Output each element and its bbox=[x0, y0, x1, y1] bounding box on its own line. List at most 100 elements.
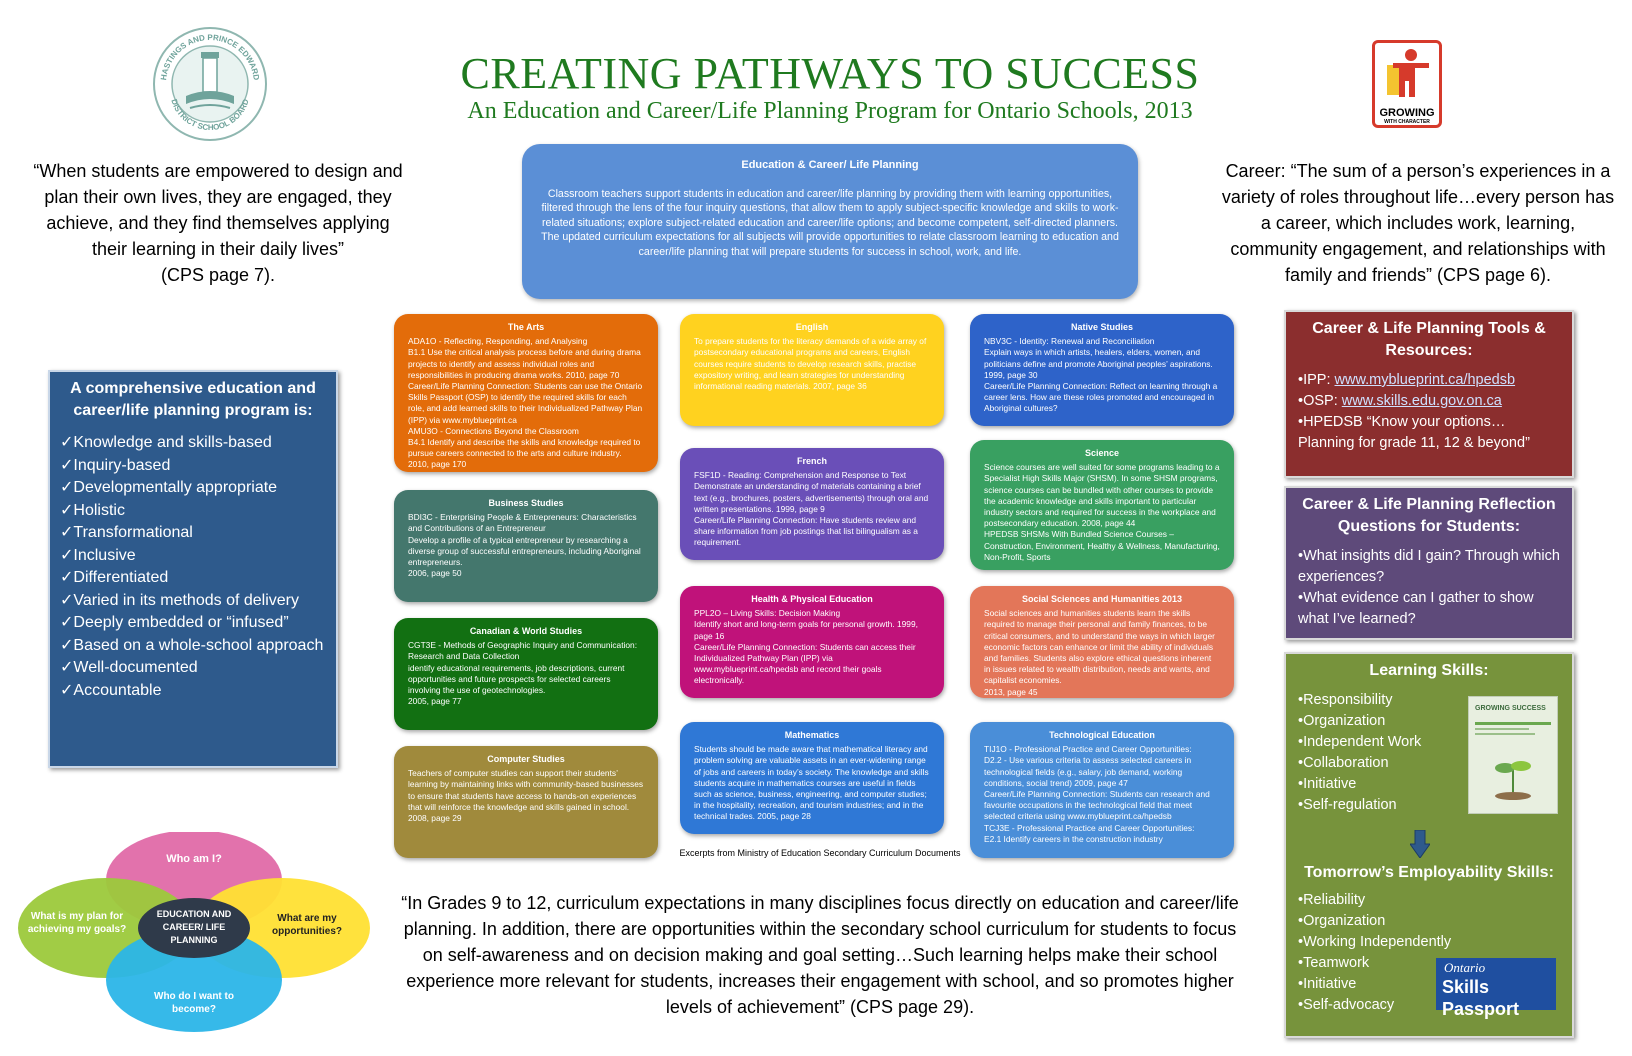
intro-bubble: Education & Career/ Life Planning Classr… bbox=[522, 144, 1138, 299]
seedling-icon bbox=[1475, 722, 1551, 800]
venn-left-label: What is my plan for achieving my goals? bbox=[27, 911, 127, 935]
subject-title: Computer Studies bbox=[487, 754, 565, 764]
subject-business-studies: Business Studies BDI3C - Enterprising Pe… bbox=[394, 490, 658, 602]
quote-left: “When students are empowered to design a… bbox=[28, 158, 408, 288]
figure-icon bbox=[1387, 49, 1429, 97]
subject-body: ADA1O - Reflecting, Responding, and Anal… bbox=[408, 336, 643, 470]
list-item: •Working Independently bbox=[1298, 934, 1452, 950]
list-item: •Organization bbox=[1298, 713, 1386, 729]
growing-success-book-cover: GROWING SUCCESS bbox=[1468, 696, 1558, 814]
intro-title: Education & Career/ Life Planning bbox=[741, 159, 919, 171]
excerpts-note: Excerpts from Ministry of Education Seco… bbox=[679, 848, 961, 858]
quote-bottom: “In Grades 9 to 12, curriculum expectati… bbox=[401, 893, 1239, 1017]
school-board-logo: HASTINGS AND PRINCE EDWARD DISTRICT SCHO… bbox=[153, 27, 267, 141]
subject-title: Canadian & World Studies bbox=[469, 626, 583, 636]
list-item: •Responsibility bbox=[1298, 692, 1393, 708]
subject-social-sciences: Social Sciences and Humanities 2013 Soci… bbox=[970, 586, 1234, 698]
ontario-skills-passport-logo: Ontario Skills Passport bbox=[1436, 958, 1556, 1019]
reflection-questions-box: Career & Life Planning Reflection Questi… bbox=[1284, 486, 1574, 640]
list-item: •Teamwork bbox=[1298, 955, 1370, 971]
subject-body: PPL2O – Living Skills: Decision Making I… bbox=[694, 608, 918, 686]
subject-canadian-world-studies: Canadian & World Studies CGT3E - Methods… bbox=[394, 618, 658, 730]
list-item: ✓Varied in its methods of delivery bbox=[60, 591, 299, 609]
venn-top-label: Who am I? bbox=[166, 853, 222, 865]
subject-title: English bbox=[795, 322, 829, 332]
book-title: GROWING SUCCESS bbox=[1475, 705, 1546, 712]
tools-list: •IPP: www.myblueprint.ca/hpedsb •OSP: ww… bbox=[1298, 370, 1560, 454]
subject-english: English To prepare students for the lite… bbox=[680, 314, 944, 426]
list-item: ✓Well-documented bbox=[60, 659, 198, 676]
subject-arts: The Arts ADA1O - Reflecting, Responding,… bbox=[394, 314, 658, 472]
venn-center-label: EDUCATION AND CAREER/ LIFE PLANNING bbox=[156, 909, 232, 945]
quote-right: Career: “The sum of a person’s experienc… bbox=[1221, 161, 1615, 285]
list-item: ✓Inquiry-based bbox=[60, 456, 171, 474]
osp-logo-main: Skills Passport bbox=[1442, 977, 1520, 1019]
growing-logo-subtext: WITH CHARACTER bbox=[1384, 119, 1430, 125]
venn-right-label-box: What are my opportunities? bbox=[272, 913, 342, 937]
reflection-list: •What insights did I gain? Through which… bbox=[1298, 546, 1560, 630]
subject-body: Students should be made aware that mathe… bbox=[694, 744, 929, 822]
tomorrow-title: Tomorrow’s Employability Skills: bbox=[1304, 864, 1554, 881]
list-item: •Initiative bbox=[1298, 976, 1357, 992]
intro-body: Classroom teachers support students in e… bbox=[541, 187, 1119, 258]
ipp-label: •IPP: bbox=[1298, 372, 1331, 388]
venn-bottom-circle bbox=[106, 928, 282, 1032]
subject-french: French FSF1D - Reading: Comprehension an… bbox=[680, 448, 944, 560]
tools-resources-box: Career & Life Planning Tools & Resources… bbox=[1284, 310, 1574, 478]
list-item: ✓Transformational bbox=[60, 524, 193, 541]
list-item: •What insights did I gain? Through which… bbox=[1298, 548, 1560, 585]
list-item: •Self-regulation bbox=[1298, 797, 1397, 813]
list-item: •Organization bbox=[1298, 913, 1386, 929]
subject-health-phys-ed: Health & Physical Education PPL2O – Livi… bbox=[680, 586, 944, 698]
quote-left-cite: (CPS page 7). bbox=[160, 265, 276, 285]
list-item: •Reliability bbox=[1298, 892, 1366, 908]
program-title: A comprehensive education and career/lif… bbox=[70, 380, 316, 419]
growing-with-character-logo: GROWING WITH CHARACTER bbox=[1372, 40, 1442, 128]
list-item: •IPP: www.myblueprint.ca/hpedsb bbox=[1298, 370, 1560, 391]
subject-title: French bbox=[796, 456, 827, 466]
subject-body: Teachers of computer studies can support… bbox=[408, 768, 644, 824]
subject-computer-studies: Computer Studies Teachers of computer st… bbox=[394, 746, 658, 858]
list-item: ✓Accountable bbox=[60, 681, 162, 699]
reflection-title: Career & Life Planning Reflection Questi… bbox=[1302, 496, 1556, 535]
program-box: A comprehensive education and career/lif… bbox=[48, 370, 338, 768]
subject-body: NBV3C - Identity: Renewal and Reconcilia… bbox=[984, 336, 1218, 414]
list-item: ✓Deeply embedded or “infused” bbox=[60, 614, 289, 631]
osp-logo-top: Ontario bbox=[1444, 960, 1486, 975]
subject-title: Technological Education bbox=[1049, 730, 1155, 740]
osp-label: •OSP: bbox=[1298, 393, 1338, 409]
list-item: •Independent Work bbox=[1298, 734, 1422, 750]
list-item: ✓Knowledge and skills-based bbox=[60, 434, 272, 451]
subject-mathematics: Mathematics Students should be made awar… bbox=[680, 722, 944, 834]
subject-technological-education: Technological Education TIJ1O - Professi… bbox=[970, 722, 1234, 858]
venn-bottom-label-box: Who do I want to become? bbox=[154, 991, 234, 1015]
subject-title: Social Sciences and Humanities 2013 bbox=[1021, 594, 1183, 604]
subject-title: Business Studies bbox=[488, 498, 564, 508]
list-item: ✓Inclusive bbox=[60, 546, 136, 564]
osp-link[interactable]: www.skills.edu.gov.on.ca bbox=[1341, 393, 1502, 409]
subject-body: Science courses are well suited for some… bbox=[984, 462, 1220, 562]
subject-body: FSF1D - Reading: Comprehension and Respo… bbox=[694, 470, 929, 548]
subject-title: Science bbox=[1084, 448, 1120, 458]
quote-left-text: “When students are empowered to design a… bbox=[33, 161, 403, 259]
list-item: ✓Differentiated bbox=[60, 569, 169, 586]
venn-right-label: What are my opportunities? bbox=[272, 913, 342, 937]
list-item: ✓Developmentally appropriate bbox=[60, 479, 278, 496]
subject-title: Mathematics bbox=[784, 730, 840, 740]
venn-diagram: Who am I? What is my plan for achieving … bbox=[18, 832, 370, 1032]
subject-body: BDI3C - Enterprising People & Entreprene… bbox=[408, 512, 641, 579]
subject-native-studies: Native Studies NBV3C - Identity: Renewal… bbox=[970, 314, 1234, 426]
venn-left-label-box: What is my plan for achieving my goals? bbox=[27, 911, 127, 935]
page-title: CREATING PATHWAYS TO SUCCESS bbox=[460, 49, 1200, 98]
subject-title: Health & Physical Education bbox=[751, 594, 873, 604]
program-list: ✓Knowledge and skills-based ✓Inquiry-bas… bbox=[60, 432, 326, 702]
arrow-down-icon bbox=[1410, 830, 1430, 858]
ipp-link[interactable]: www.myblueprint.ca/hpedsb bbox=[1334, 372, 1516, 388]
page-subtitle: An Education and Career/Life Planning Pr… bbox=[467, 98, 1193, 124]
learning-list: •Responsibility •Organization •Independe… bbox=[1298, 690, 1560, 816]
list-item: •HPEDSB “Know your options…Planning for … bbox=[1298, 414, 1530, 451]
subject-title: Native Studies bbox=[1070, 322, 1134, 332]
tomorrow-list: •Reliability •Organization •Working Inde… bbox=[1298, 890, 1560, 1016]
subject-body: CGT3E - Methods of Geographic Inquiry an… bbox=[408, 640, 638, 707]
list-item: ✓Based on a whole-school approach bbox=[60, 636, 324, 654]
